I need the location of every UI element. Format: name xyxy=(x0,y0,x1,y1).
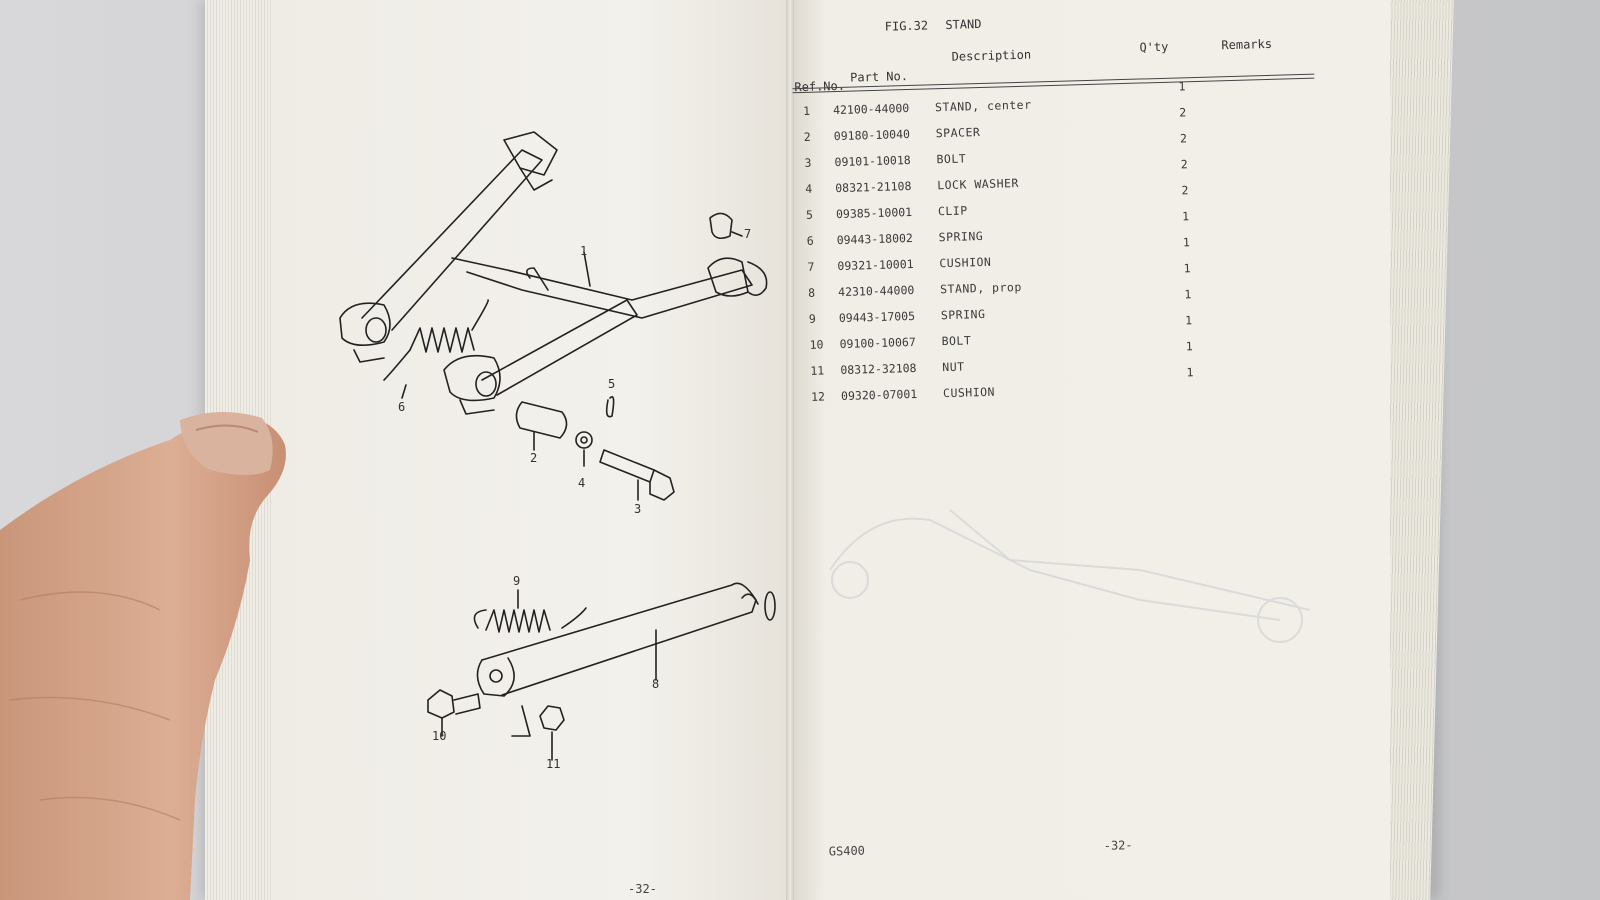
part-no: 08312-32108 xyxy=(840,360,917,378)
spring-9 xyxy=(485,609,551,633)
quantity: 2 xyxy=(1181,183,1189,198)
quantity: 1 xyxy=(1182,235,1191,250)
nut-11 xyxy=(539,705,565,731)
left-foot xyxy=(339,302,391,346)
callout-6: 6 xyxy=(398,400,406,414)
part-no: 08321-21108 xyxy=(835,178,912,196)
callout-11: 11 xyxy=(546,757,561,771)
header-description: Description xyxy=(951,47,1032,64)
ref-no: 8 xyxy=(807,285,816,300)
description: CLIP xyxy=(937,203,968,219)
quantity: 1 xyxy=(1184,313,1193,328)
left-page xyxy=(272,0,792,900)
quantity: 1 xyxy=(1186,365,1194,380)
quantity: 2 xyxy=(1180,157,1188,172)
description: SPRING xyxy=(940,306,986,323)
ref-no: 9 xyxy=(808,311,817,326)
description: CUSHION xyxy=(942,384,996,401)
part-no: 09385-10001 xyxy=(835,204,913,222)
ref-no: 6 xyxy=(806,233,814,248)
description: SPACER xyxy=(935,125,981,141)
model-label: GS400 xyxy=(828,843,866,859)
spacer-2 xyxy=(515,401,568,439)
center-stand-frame xyxy=(451,257,753,319)
clip-5 xyxy=(605,396,615,418)
right-page-number: -32- xyxy=(1103,838,1133,853)
description: BOLT xyxy=(936,151,967,167)
figure-title: FIG.32 STAND xyxy=(885,17,982,34)
ref-no: 5 xyxy=(805,207,814,222)
part-no: 09101-10018 xyxy=(834,152,911,170)
part-no: 42310-44000 xyxy=(837,282,915,300)
ref-no: 3 xyxy=(804,155,812,170)
callout-8: 8 xyxy=(652,677,660,691)
cushion-12 xyxy=(764,591,776,621)
left-page-number: -32- xyxy=(628,882,657,896)
description: STAND, prop xyxy=(939,279,1022,297)
callout-10: 10 xyxy=(432,729,447,743)
prop-stand-8 xyxy=(481,582,757,696)
quantity: 2 xyxy=(1179,105,1187,120)
callout-2: 2 xyxy=(530,451,538,465)
header-qty: Q'ty xyxy=(1139,39,1169,55)
center-stand-leg xyxy=(481,299,638,396)
ref-no: 2 xyxy=(803,129,811,144)
part-no: 09321-10001 xyxy=(837,256,914,274)
quantity: 1 xyxy=(1178,79,1186,94)
callout-1: 1 xyxy=(580,244,588,258)
callout-3: 3 xyxy=(634,502,642,516)
callout-7: 7 xyxy=(744,227,752,241)
parts-list: FIG.32 STAND Ref.No. Part No. Descriptio… xyxy=(792,0,1385,900)
show-through-diagram xyxy=(829,509,1311,643)
quantity: 2 xyxy=(1179,131,1188,146)
description: STAND, center xyxy=(934,97,1032,115)
spring-6 xyxy=(409,327,475,353)
right-foot xyxy=(443,354,501,402)
description: BOLT xyxy=(941,333,972,349)
center-stand-arm xyxy=(361,149,543,331)
bolt-10 xyxy=(427,689,455,719)
lock-washer-4 xyxy=(575,431,593,449)
quantity: 1 xyxy=(1185,339,1193,354)
ref-no: 10 xyxy=(809,337,824,352)
quantity: 1 xyxy=(1184,287,1192,302)
ref-no: 11 xyxy=(810,363,825,378)
ref-no: 12 xyxy=(810,389,826,404)
part-no: 09443-18002 xyxy=(836,230,914,248)
quantity: 1 xyxy=(1181,209,1190,224)
quantity: 1 xyxy=(1183,261,1191,276)
ref-no: 1 xyxy=(802,103,811,118)
bolt-3 xyxy=(599,449,655,483)
callout-5: 5 xyxy=(608,377,616,391)
stand-exploded-diagram xyxy=(339,131,776,761)
book-gutter xyxy=(786,0,794,900)
upper-bracket xyxy=(503,131,558,176)
part-no: 42100-44000 xyxy=(832,100,910,118)
cushion-7 xyxy=(709,212,733,240)
part-no: 09320-07001 xyxy=(840,386,918,404)
header-remarks: Remarks xyxy=(1221,36,1273,53)
description: CUSHION xyxy=(939,254,992,271)
part-no: 09100-10067 xyxy=(839,334,916,352)
callout-9: 9 xyxy=(513,574,521,588)
figure-number: FIG.32 xyxy=(884,18,929,34)
description: SPRING xyxy=(938,228,984,245)
right-page xyxy=(790,0,1390,900)
ref-no: 7 xyxy=(807,259,815,274)
part-no: 09443-17005 xyxy=(838,308,916,326)
header-part-no: Part No. xyxy=(849,69,909,85)
callout-4: 4 xyxy=(578,476,586,490)
ref-no: 4 xyxy=(805,181,813,196)
hand-holding-book xyxy=(0,411,286,900)
part-no: 09180-10040 xyxy=(833,126,911,144)
figure-name: STAND xyxy=(945,16,982,32)
description: NUT xyxy=(942,359,965,375)
description: LOCK WASHER xyxy=(937,175,1020,193)
